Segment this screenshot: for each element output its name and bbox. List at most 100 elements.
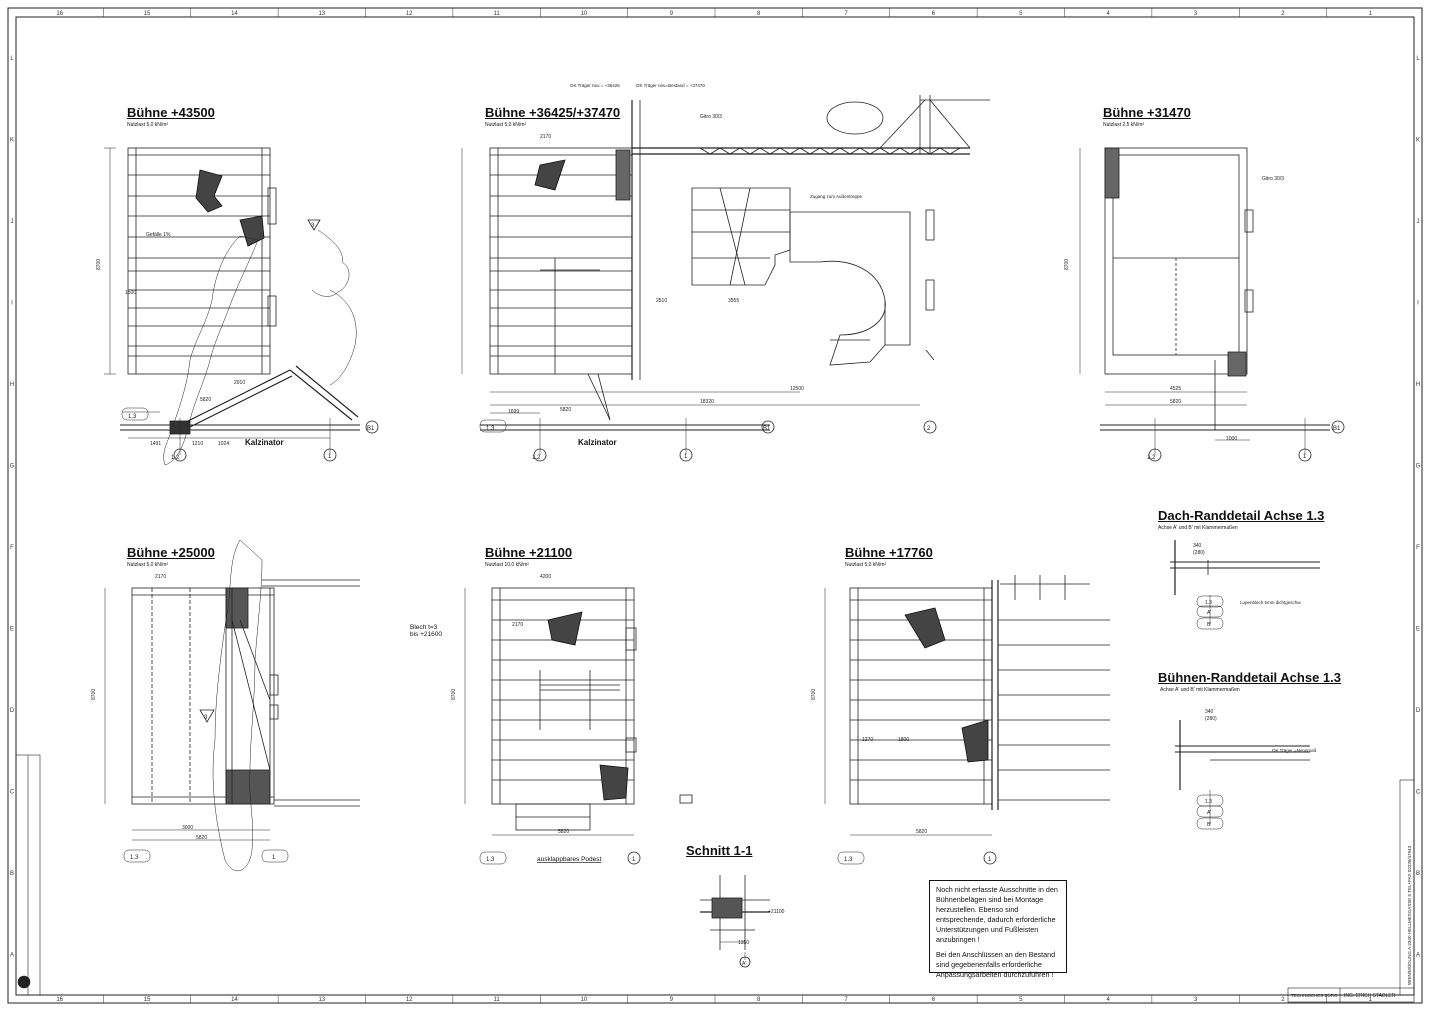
label-gitterrost: Gitro 30/3 xyxy=(700,114,722,120)
titleblock-office: TECHNISCHES BÜRO xyxy=(1291,992,1338,998)
grid-col-top-5: 5 xyxy=(1019,11,1023,17)
label-kalzinator-2: Kalzinator xyxy=(578,438,617,447)
plan-title-31470: Bühne +31470 xyxy=(1103,105,1191,120)
plan-buehne-43500 xyxy=(104,147,379,466)
grid-row-right-G: G xyxy=(1416,463,1421,469)
grid-col-bottom-13: 13 xyxy=(318,997,325,1003)
grid-col-bottom-4: 4 xyxy=(1107,997,1111,1003)
grid-col-top-1: 1 xyxy=(1369,11,1373,17)
grid-row-right-E: E xyxy=(1416,626,1420,632)
grid-col-top-4: 4 xyxy=(1107,11,1111,17)
grid-row-left-A: A xyxy=(10,952,14,958)
slope-label: Gefälle 1% xyxy=(146,232,171,238)
grid-col-top-12: 12 xyxy=(406,11,413,17)
dim-p4-c: 5820 xyxy=(196,835,207,841)
grid-col-bottom-2: 2 xyxy=(1281,997,1285,1003)
axis-label-1-c: 1 xyxy=(1303,454,1307,460)
detail-sub-dach: Achse A' und B' mit Klammermaßen xyxy=(1158,525,1238,531)
detail2-axis-a: A' xyxy=(1207,810,1211,816)
axis-label-1-d: 1 xyxy=(272,855,276,861)
grid-col-bottom-7: 7 xyxy=(844,997,848,1003)
grid-row-right-C: C xyxy=(1416,789,1421,795)
plan-load-17760: Nutzlast 5,0 kN/m² xyxy=(845,562,887,568)
axis-label-b1: B1 xyxy=(367,426,375,432)
grid-row-right-J: J xyxy=(1417,219,1420,225)
dim-p1-d: 2910 xyxy=(234,380,245,386)
grid-col-top-14: 14 xyxy=(231,11,238,17)
grid-col-top-13: 13 xyxy=(318,11,325,17)
grid-row-right-H: H xyxy=(1416,382,1420,388)
dim-p6-a: 5820 xyxy=(916,829,927,835)
plan-title-17760: Bühne +17760 xyxy=(845,545,933,560)
grid-col-bottom-5: 5 xyxy=(1019,997,1023,1003)
grid-col-bottom-9: 9 xyxy=(670,997,674,1003)
dim-p6-c: 1270 xyxy=(862,737,873,743)
section-marker-3: 3 xyxy=(311,223,315,229)
dim-p2-f: 3555 xyxy=(728,298,739,304)
dim-p3-d: 1000 xyxy=(1226,436,1237,442)
axis-label-2: 2 xyxy=(927,426,931,432)
grid-col-top-6: 6 xyxy=(932,11,936,17)
grid-col-top-3: 3 xyxy=(1194,11,1198,17)
grid-col-top-2: 2 xyxy=(1281,11,1285,17)
title-block xyxy=(1287,987,1415,1003)
grid-col-top-16: 16 xyxy=(56,11,63,17)
grid-row-right-K: K xyxy=(1416,137,1420,143)
grid-row-right-F: F xyxy=(1416,545,1420,551)
detail2-axis-13: 1.3 xyxy=(1205,799,1212,805)
left-title-strip xyxy=(15,754,41,996)
plan-load-21100: Nutzlast 10,0 kN/m² xyxy=(485,562,529,568)
dim-p5-d: 8700 xyxy=(451,689,457,700)
grid-row-left-F: F xyxy=(10,545,14,551)
axis-label-1-3-f: 1.3 xyxy=(844,857,853,863)
grid-col-bottom-16: 16 xyxy=(56,997,63,1003)
dim-p2-a: 18320 xyxy=(700,399,714,405)
plan-buehne-17760 xyxy=(824,575,1110,865)
dim-p1-c: 1024 xyxy=(218,441,229,447)
label-ok-traeger-bestand: OK Träger neu=Bestand = +37470 xyxy=(636,83,705,88)
grid-col-top-9: 9 xyxy=(670,11,674,17)
grid-col-bottom-1: 1 xyxy=(1369,997,1373,1003)
label-blech: Blech t=3 xyxy=(410,624,438,631)
label-gitterrost-3: Gitro 30/3 xyxy=(1262,176,1284,182)
dim-p1-width: 8700 xyxy=(96,259,102,270)
grid-col-top-11: 11 xyxy=(493,11,500,17)
dim-p3-a: 8700 xyxy=(1064,259,1070,270)
grid-row-right-I: I xyxy=(1417,300,1419,306)
axis-label-1-2-b: 1.2 xyxy=(532,455,541,461)
grid-col-bottom-14: 14 xyxy=(231,997,238,1003)
titleblock-side: WIEN/MÖDLING A-2340 HELLMESGASSE 5 TEL+F… xyxy=(1406,845,1412,985)
grid-col-bottom-15: 15 xyxy=(144,997,151,1003)
detail1-axis-13: 1.3 xyxy=(1205,600,1212,606)
grid-row-left-B: B xyxy=(10,871,14,877)
dim-p4-a: 2170 xyxy=(155,574,166,580)
dim-p5-a: 4200 xyxy=(540,574,551,580)
detail2-axis-b: B' xyxy=(1207,822,1211,828)
plan-load-25000: Nutzlast 5,0 kN/m² xyxy=(127,562,169,568)
grid-row-right-B: B xyxy=(1416,871,1420,877)
dim-p3-c: 4525 xyxy=(1170,386,1181,392)
general-note-box: Noch nicht erfasste Ausschnitte in den B… xyxy=(929,880,1067,979)
detail-title-dach: Dach-Randdetail Achse 1.3 xyxy=(1158,508,1325,523)
detail1-dim: 340 xyxy=(1193,543,1202,549)
grid-col-top-8: 8 xyxy=(757,11,761,17)
note-paragraph-1: Noch nicht erfasste Ausschnitte in den B… xyxy=(936,885,1058,944)
grid-row-left-L: L xyxy=(10,56,14,62)
plan-title-36425: Bühne +36425/+37470 xyxy=(485,105,621,120)
section-marker-3-b: 3 xyxy=(204,715,208,721)
grid-row-right-D: D xyxy=(1416,708,1421,714)
grid-row-left-E: E xyxy=(10,626,14,632)
grid-row-left-G: G xyxy=(10,463,15,469)
grid-col-bottom-6: 6 xyxy=(932,997,936,1003)
label-blech-level: bis +21600 xyxy=(410,631,442,638)
detail1-axis-b: B' xyxy=(1207,622,1211,628)
plan-buehne-21100 xyxy=(464,587,693,865)
dim-p3-b: 5820 xyxy=(1170,399,1181,405)
axis-label-1-b: 1 xyxy=(684,454,688,460)
plan-title-43500: Bühne +43500 xyxy=(127,105,215,120)
plan-title-25000: Bühne +25000 xyxy=(127,545,215,560)
dim-p2-c: 5820 xyxy=(560,407,571,413)
note-paragraph-2: Bei den Anschlüssen an den Bestand sind … xyxy=(936,950,1056,979)
